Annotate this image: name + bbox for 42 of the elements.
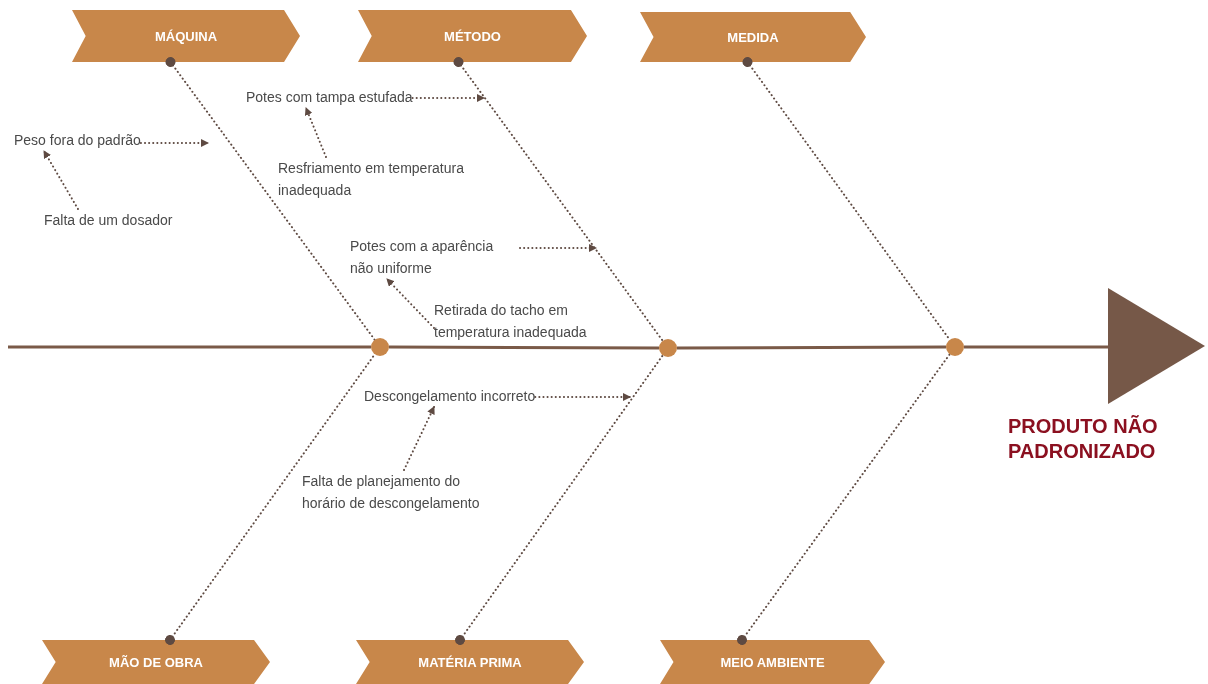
joint-dot bbox=[659, 339, 677, 357]
arrow bbox=[534, 393, 631, 401]
cause-text: Falta de um dosador bbox=[44, 209, 173, 231]
cause-text: Potes com a aparência não uniforme bbox=[350, 235, 520, 279]
arrow bbox=[386, 278, 435, 329]
arrow bbox=[43, 150, 79, 210]
effect-label: PRODUTO NÃO PADRONIZADO bbox=[1008, 414, 1159, 464]
bone-line bbox=[453, 57, 664, 342]
bone-line bbox=[737, 353, 951, 645]
cause-text: Resfriamento em temperatura inadequada bbox=[278, 157, 518, 201]
category-banner bbox=[660, 640, 885, 684]
bone-line bbox=[165, 57, 376, 341]
spine-line bbox=[389, 345, 659, 350]
cause-text: Peso fora do padrão bbox=[14, 129, 141, 151]
spine-line bbox=[677, 345, 946, 350]
category-banner bbox=[640, 12, 866, 62]
category-label: MATÉRIA PRIMA bbox=[417, 654, 523, 670]
arrow bbox=[519, 244, 597, 252]
category-label: MÁQUINA bbox=[153, 28, 219, 44]
category-label: MEDIDA bbox=[726, 29, 780, 45]
category-banner bbox=[356, 640, 584, 684]
arrow bbox=[403, 406, 435, 471]
category-banner bbox=[72, 10, 300, 62]
cause-text: Descongelamento incorreto bbox=[364, 385, 536, 407]
bone-line bbox=[455, 354, 664, 645]
category-banner bbox=[358, 10, 587, 62]
category-label: MEIO AMBIENTE bbox=[719, 654, 826, 670]
arrow bbox=[304, 107, 327, 158]
category-banner bbox=[42, 640, 270, 684]
joint-dot bbox=[946, 338, 964, 356]
bone-line bbox=[742, 57, 951, 341]
arrow bbox=[411, 94, 485, 102]
category-label: MÉTODO bbox=[443, 28, 502, 44]
joint-dot bbox=[371, 338, 389, 356]
cause-text: Potes com tampa estufada bbox=[246, 86, 413, 108]
spine-line bbox=[964, 345, 1108, 349]
bone-line bbox=[165, 353, 376, 645]
cause-text: Falta de planejamento do horário de descongelamento bbox=[302, 470, 502, 514]
arrow bbox=[139, 139, 209, 147]
spine-line bbox=[8, 345, 371, 349]
cause-text: Retirada do tacho em temperatura inadequada bbox=[434, 299, 630, 343]
category-label: MÃO DE OBRA bbox=[108, 654, 204, 670]
